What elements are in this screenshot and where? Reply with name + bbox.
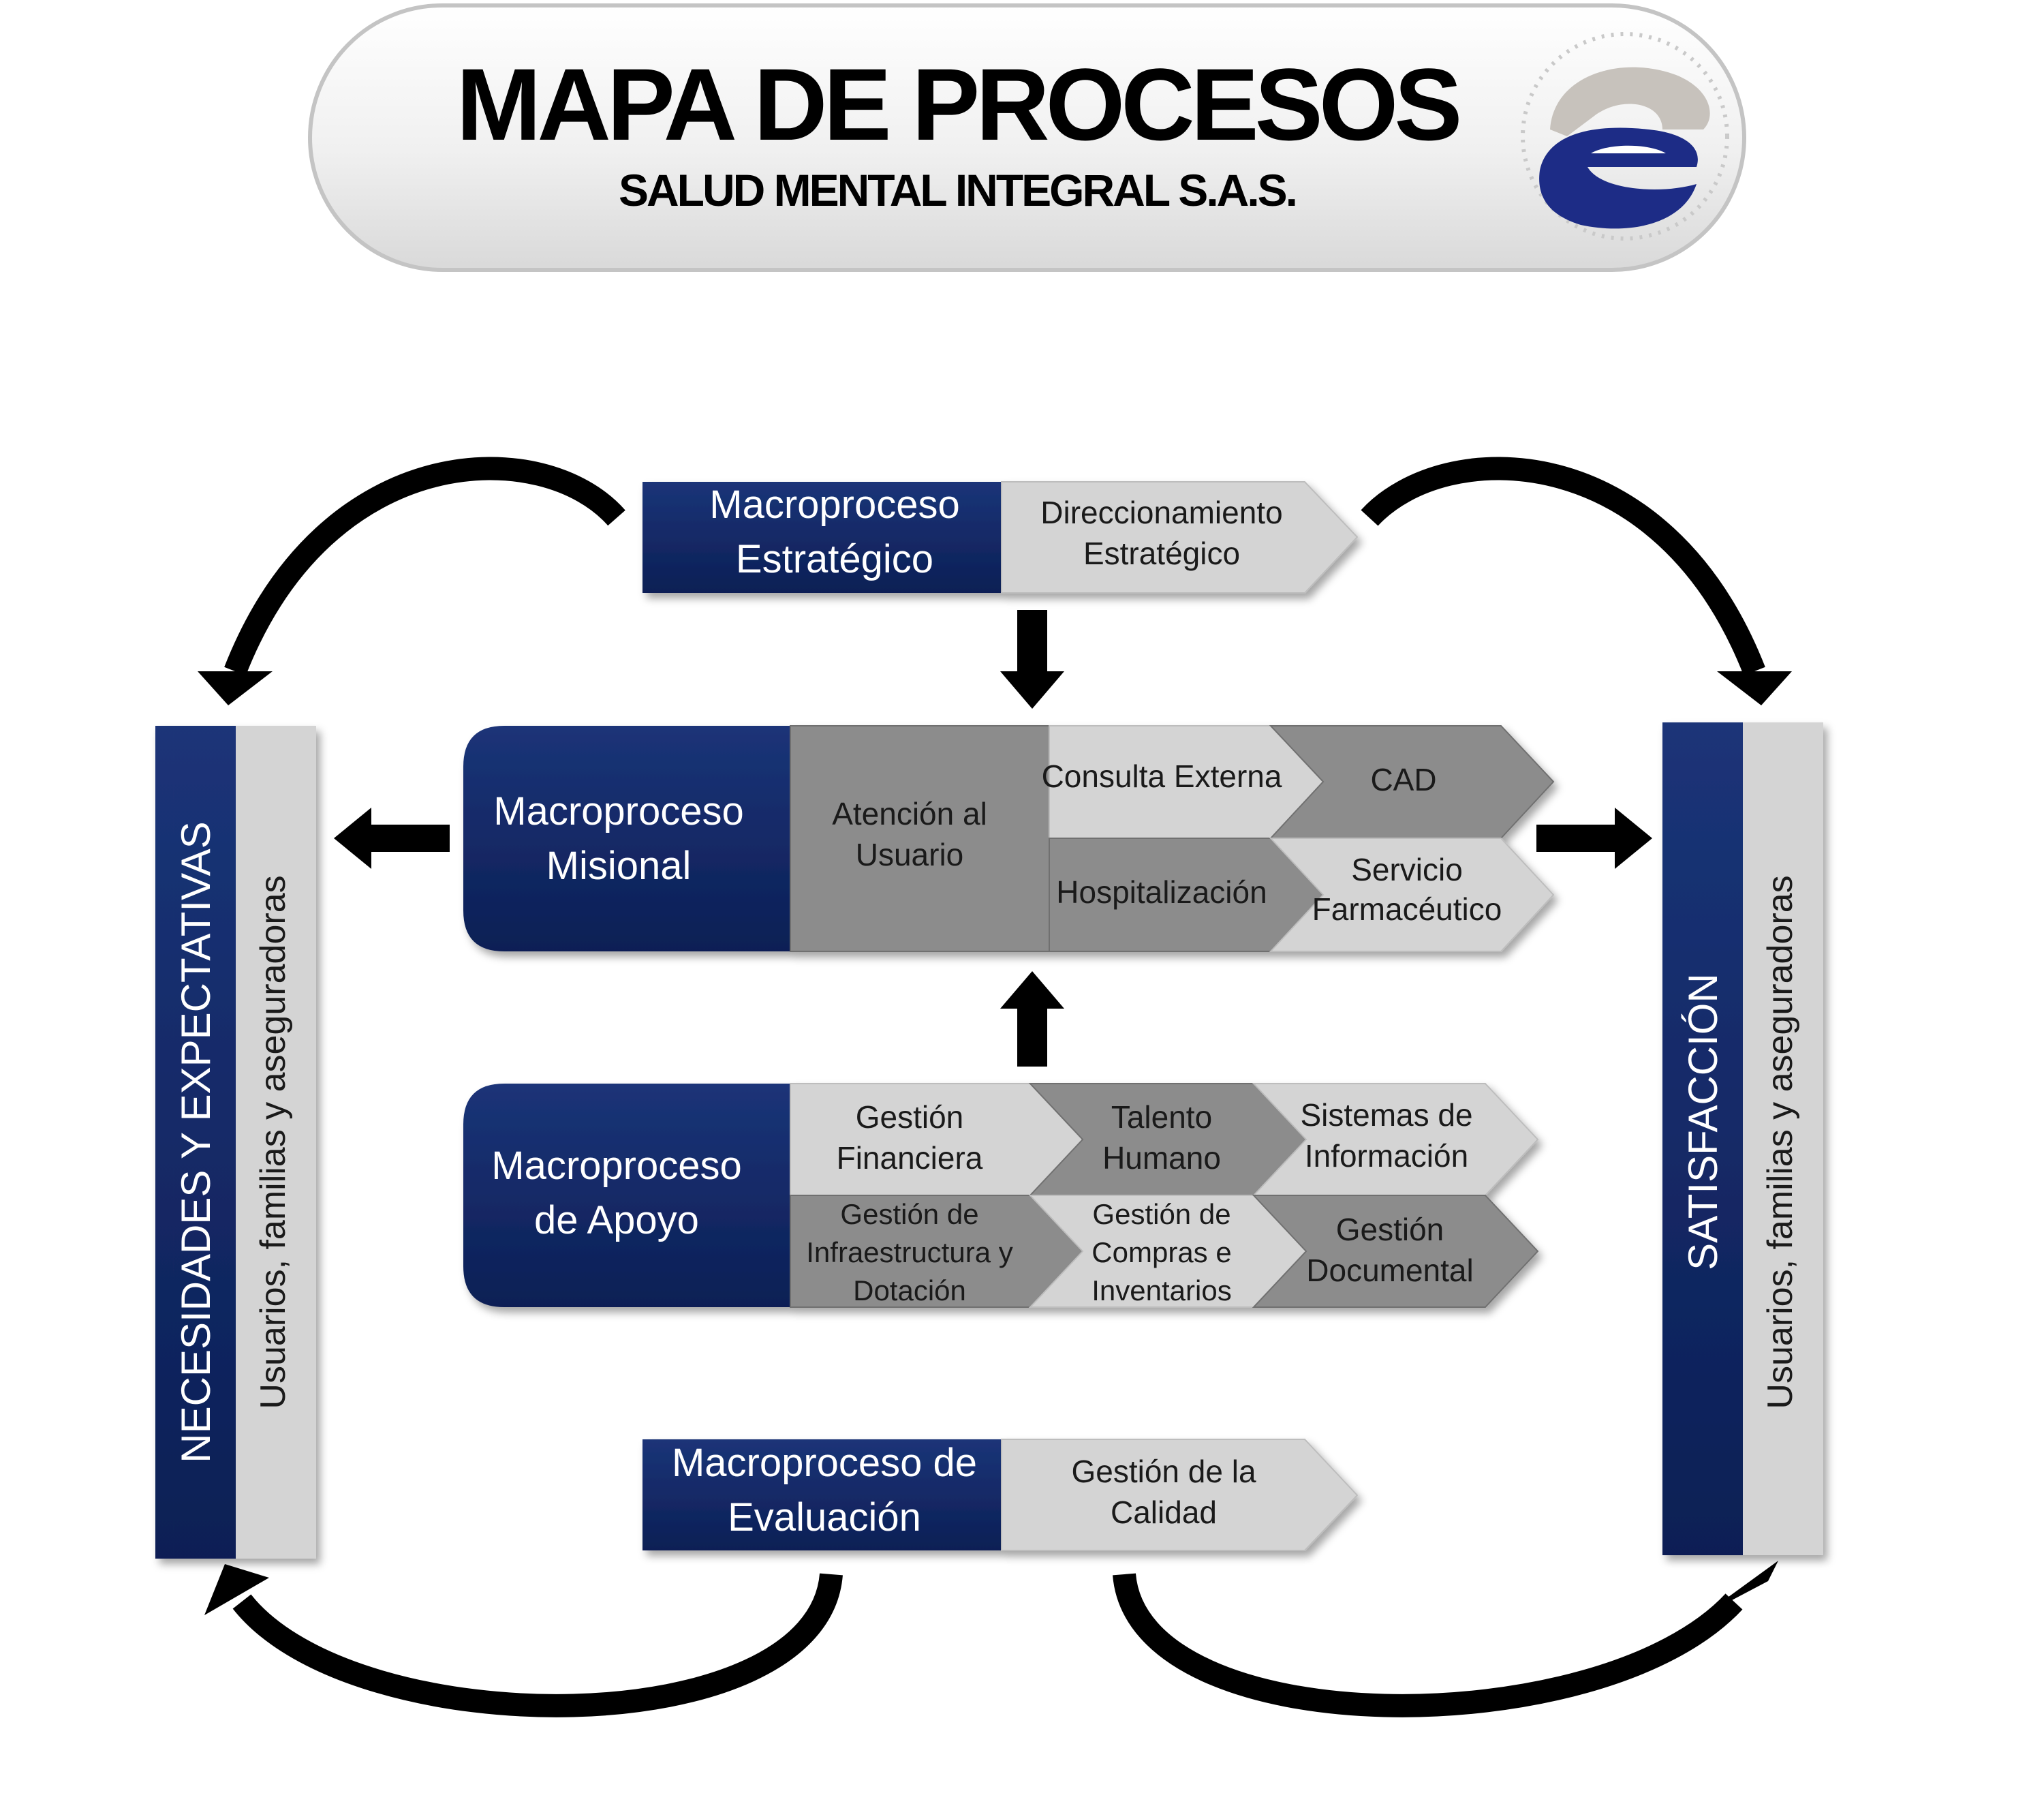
arrowhead-bottom-right-icon — [1703, 1561, 1778, 1615]
support-label-line2: de Apoyo — [534, 1198, 699, 1242]
mission-macroprocess — [463, 725, 1555, 952]
needs-sub-bar — [236, 726, 316, 1559]
talent-line2: Humano — [1102, 1140, 1221, 1176]
documents-line1: Gestión — [1336, 1212, 1444, 1247]
infrastructure-line2: Infraestructura y — [806, 1236, 1012, 1268]
quality-chevron — [1001, 1439, 1359, 1551]
right-arrow-icon — [1536, 808, 1652, 869]
evaluation-label-line1: Macroproceso de — [672, 1441, 977, 1485]
user-attention-line2: Usuario — [856, 837, 964, 872]
user-attention-box — [790, 725, 1050, 952]
needs-column — [155, 726, 316, 1559]
evaluation-macroprocess — [642, 1439, 1359, 1551]
infrastructure-line3: Dotación — [853, 1274, 966, 1306]
down-arrow-icon — [1000, 610, 1064, 709]
needs-label: NECESIDADES Y EXPECTATIVAS — [173, 821, 219, 1463]
hospitalization-label: Hospitalización — [1056, 874, 1267, 910]
quality-line2: Calidad — [1111, 1495, 1217, 1530]
curved-arrow-top-left-icon — [224, 457, 625, 676]
strategic-label-box — [642, 482, 1002, 593]
strategic-label-line1: Macroproceso — [709, 483, 959, 527]
mission-label-line1: Macroproceso — [493, 789, 743, 833]
curved-arrow-heads — [198, 671, 1792, 1615]
user-attention-line1: Atención al — [832, 796, 987, 831]
left-arrow-icon — [334, 808, 450, 869]
up-arrow-icon — [1000, 971, 1064, 1067]
satisfaction-column — [1662, 722, 1823, 1555]
cad-label: CAD — [1370, 762, 1436, 797]
talent-line1: Talento — [1111, 1099, 1212, 1135]
evaluation-label-box — [642, 1439, 1002, 1550]
infrastructure-line1: Gestión de — [840, 1198, 978, 1230]
purchasing-line3: Inventarios — [1091, 1274, 1231, 1306]
support-label-line1: Macroproceso — [491, 1144, 741, 1188]
pharmacy-chevron — [1269, 838, 1555, 952]
satisfaction-sub-label: Usuarios, familias y aseguradoras — [1761, 875, 1800, 1409]
support-macroprocess — [463, 1083, 1539, 1308]
finance-line2: Financiera — [837, 1140, 983, 1176]
documents-chevron — [1252, 1195, 1539, 1308]
pharmacy-line1: Servicio — [1351, 852, 1463, 887]
mission-label-line2: Misional — [546, 844, 692, 888]
strategic-process-chevron — [1001, 481, 1359, 594]
curved-arrow-bottom-right-icon — [1113, 1573, 1743, 1717]
needs-bar — [155, 726, 236, 1559]
finance-line1: Gestión — [856, 1099, 964, 1135]
purchasing-line1: Gestión de — [1092, 1198, 1230, 1230]
documents-line2: Documental — [1306, 1253, 1473, 1288]
evaluation-label-line2: Evaluación — [728, 1495, 921, 1540]
external-consult-label: Consulta Externa — [1042, 759, 1282, 794]
arrowhead-top-left-icon — [198, 671, 273, 705]
page-subtitle: SALUD MENTAL INTEGRAL S.A.S. — [619, 165, 1296, 215]
arrows — [334, 610, 1652, 1067]
systems-line2: Información — [1305, 1138, 1468, 1174]
header: MAPA DE PROCESOS SALUD MENTAL INTEGRAL S… — [308, 3, 1746, 272]
curved-arrow-top-right-icon — [1361, 457, 1765, 676]
satisfaction-label: SATISFACCIÓN — [1680, 973, 1726, 1270]
pharmacy-line2: Farmacéutico — [1312, 891, 1502, 927]
arrowhead-bottom-left-icon — [204, 1564, 269, 1615]
strategic-label-line2: Estratégico — [736, 537, 933, 581]
header-pill — [308, 3, 1746, 272]
arrowhead-top-right-icon — [1717, 671, 1792, 705]
satisfaction-sub-bar — [1743, 722, 1823, 1555]
curved-arrows — [224, 457, 1765, 1717]
support-label-box — [463, 1084, 790, 1307]
strategic-process-line1: Direccionamiento — [1040, 495, 1282, 530]
quality-line1: Gestión de la — [1071, 1454, 1256, 1489]
strategic-macroprocess — [642, 481, 1359, 594]
mission-label-box — [463, 726, 790, 951]
page-title: MAPA DE PROCESOS — [456, 47, 1459, 162]
systems-line1: Sistemas de — [1300, 1097, 1472, 1133]
purchasing-line2: Compras e — [1091, 1236, 1231, 1268]
satisfaction-bar — [1662, 722, 1743, 1555]
curved-arrow-bottom-left-icon — [232, 1573, 843, 1717]
needs-sub-label: Usuarios, familias y aseguradoras — [253, 875, 293, 1409]
strategic-process-line2: Estratégico — [1083, 536, 1240, 571]
company-logo-icon — [1521, 32, 1729, 241]
